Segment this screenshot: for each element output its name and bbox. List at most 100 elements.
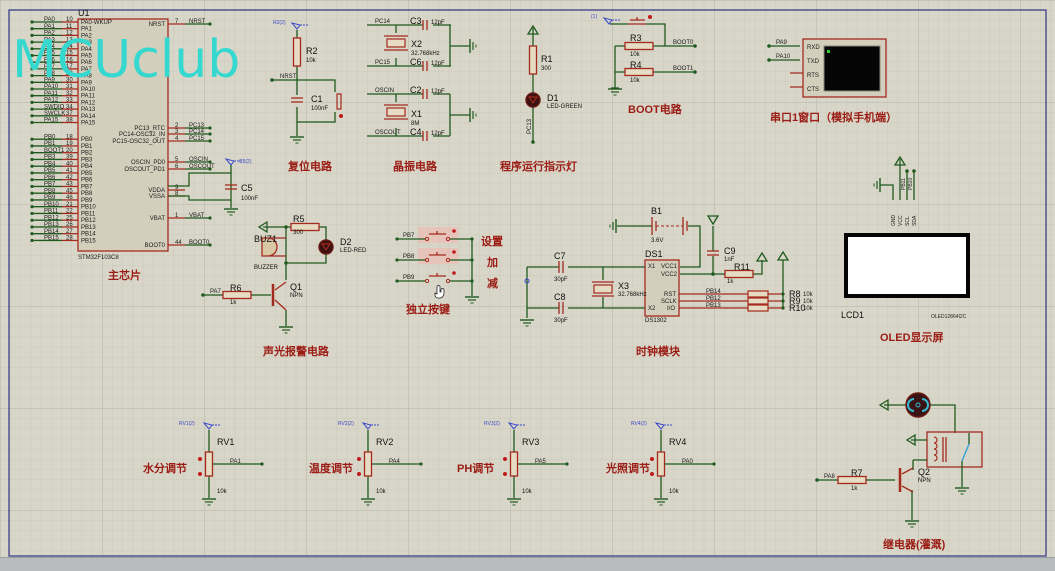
key-button-pb9[interactable]: PB9 (395, 271, 474, 284)
mcu-pin-number: 45 (66, 188, 73, 194)
mcu-pin-number: 14 (66, 44, 73, 50)
pot-probe: RV3(2) (484, 421, 500, 427)
d2-value: LED-RED (340, 248, 367, 254)
mcu-pin-name: PB5 (81, 171, 93, 177)
lcd1-ref: LCD1 (841, 310, 864, 320)
uart-terminal[interactable]: PA9 PA10 RXD TXD RTS CTS 串口1窗口（模拟手机端） (767, 38, 897, 124)
alarm-circuit[interactable]: R5 300 D2 LED-RED BUZ1 BUZZER PA7 R6 1k … (201, 214, 367, 358)
b1-value: 3.6V (651, 238, 663, 244)
oled-pin-scl: SCL (905, 216, 911, 226)
key-net: PB9 (403, 275, 415, 281)
r7-ref: R7 (851, 468, 863, 478)
pot-ref: RV1 (217, 437, 234, 447)
r2-ref: R2 (306, 46, 318, 56)
crystal-x1: OSCIN OSCOUT C2 12pF C4 12pF X1 8M (367, 85, 477, 141)
reset-button[interactable] (336, 93, 342, 110)
pin-txd: TXD (807, 59, 820, 65)
mcu-pin-net: PB15 (44, 236, 59, 242)
mcu-pin-number: 2 (175, 123, 179, 129)
mcu-pin-net: PA10 (44, 84, 59, 90)
c5-capacitor[interactable]: C5(2) C5 100nF (168, 158, 258, 216)
mcu-pin-number: 28 (66, 236, 73, 242)
net-pc15: PC15 (375, 60, 391, 66)
boot-circuit[interactable]: (1) R3 10k R4 10k BOOT0 BOOT1 BOOT电路 (591, 14, 697, 116)
relay-circuit[interactable]: PA8 R7 1k Q2 NPN 继电器(灌溉) (815, 392, 983, 551)
mcu-pin-name: PB4 (81, 164, 93, 170)
net-pa7: PA7 (210, 289, 222, 295)
mcu-pin-name: OSCOUT_PD1 (124, 167, 165, 173)
mcu-pin-net: PA0 (44, 17, 56, 23)
key-button-pb8[interactable]: PB8 (395, 248, 474, 264)
mcu-ref: U1 (78, 8, 90, 18)
r3-value: 10k (630, 52, 641, 58)
pot-net: PA0 (682, 459, 694, 465)
ds1-pin-sclk: SCLK (661, 299, 677, 305)
terminal-screen[interactable] (823, 45, 881, 92)
crystal-circuit[interactable]: PC14 PC15 C3 12pF C6 12pF X2 32.768kHz O… (367, 16, 477, 173)
reset-circuit[interactable]: R2(2) R2 10k NRST C1 100nF 复位电路 (270, 20, 343, 173)
mcu-pin-net: OSCIN (189, 157, 208, 163)
ds1302-chip[interactable] (644, 259, 680, 317)
c4-ref: C4 (410, 127, 422, 137)
clock-circuit[interactable]: B1 3.6V C9 1nF R11 1k DS1 DS1302 X1 X2 V… (519, 206, 814, 358)
pot-value: 10k (376, 489, 387, 495)
r2-value: 10k (306, 58, 317, 64)
mcu-pin-net: PB9 (44, 195, 56, 201)
run-led-circuit[interactable]: R1 300 D1 LED-GREEN PC13 程序运行指示灯 (500, 25, 582, 173)
oled-display[interactable]: PB11 PB10 GND VCC SCL SDA LCD1 OLED12864… (841, 156, 970, 344)
q2-value: NPN (918, 478, 931, 484)
mouse-cursor-hand-icon (434, 285, 445, 299)
mcu-pin-number: 17 (66, 64, 73, 70)
key-button-pb7[interactable]: PB7 (395, 227, 474, 243)
mcu-pin-name: PC15-OSC32_OUT (112, 139, 165, 145)
